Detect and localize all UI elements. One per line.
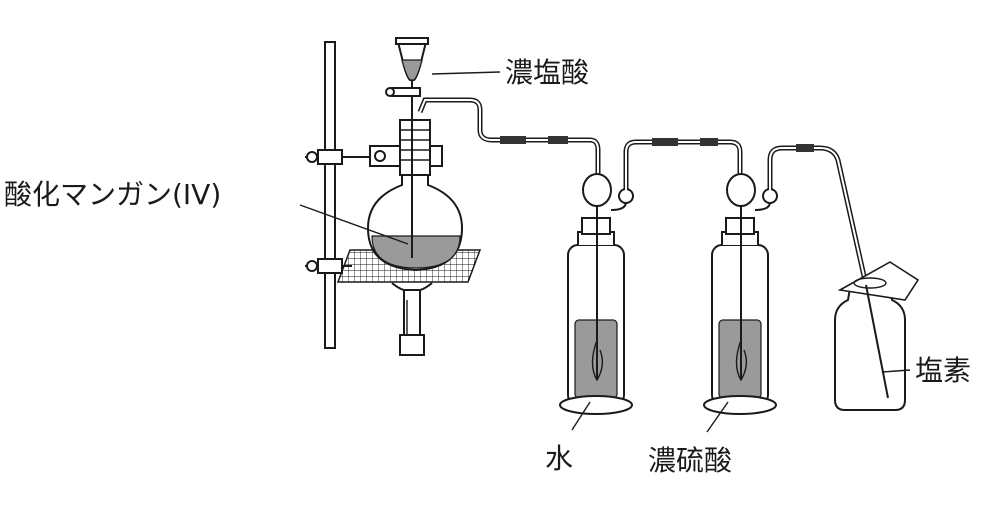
leader-hcl (431, 71, 501, 75)
collection-jar (834, 261, 920, 411)
glass-plate-lid (837, 261, 920, 301)
rubber-joint-3 (652, 138, 678, 146)
label-concentrated-hcl: 濃塩酸 (505, 56, 589, 89)
label-water: 水 (545, 442, 573, 475)
concentrated-hcl-liquid (401, 59, 423, 81)
rubber-joint-4 (700, 138, 718, 146)
rubber-joint-2 (548, 136, 568, 144)
rubber-joint-5 (796, 144, 814, 152)
label-concentrated-sulfuric-acid: 濃硫酸 (648, 444, 732, 477)
leader-sulfuric (706, 401, 729, 433)
washing-bottle-water (559, 173, 634, 415)
leader-mno2 (299, 204, 409, 245)
rubber-joint-1 (500, 136, 526, 144)
label-chlorine: 塩素 (915, 354, 971, 387)
washing-bottle-sulfuric-acid (703, 173, 778, 415)
dropping-funnel (385, 37, 429, 120)
manganese-dioxide-mixture (371, 235, 461, 269)
burner (391, 282, 433, 356)
leader-water (571, 401, 591, 431)
label-manganese-oxide: 酸化マンガン(IV) (4, 178, 221, 211)
round-bottom-flask (366, 100, 464, 272)
leader-chlorine (881, 369, 911, 373)
